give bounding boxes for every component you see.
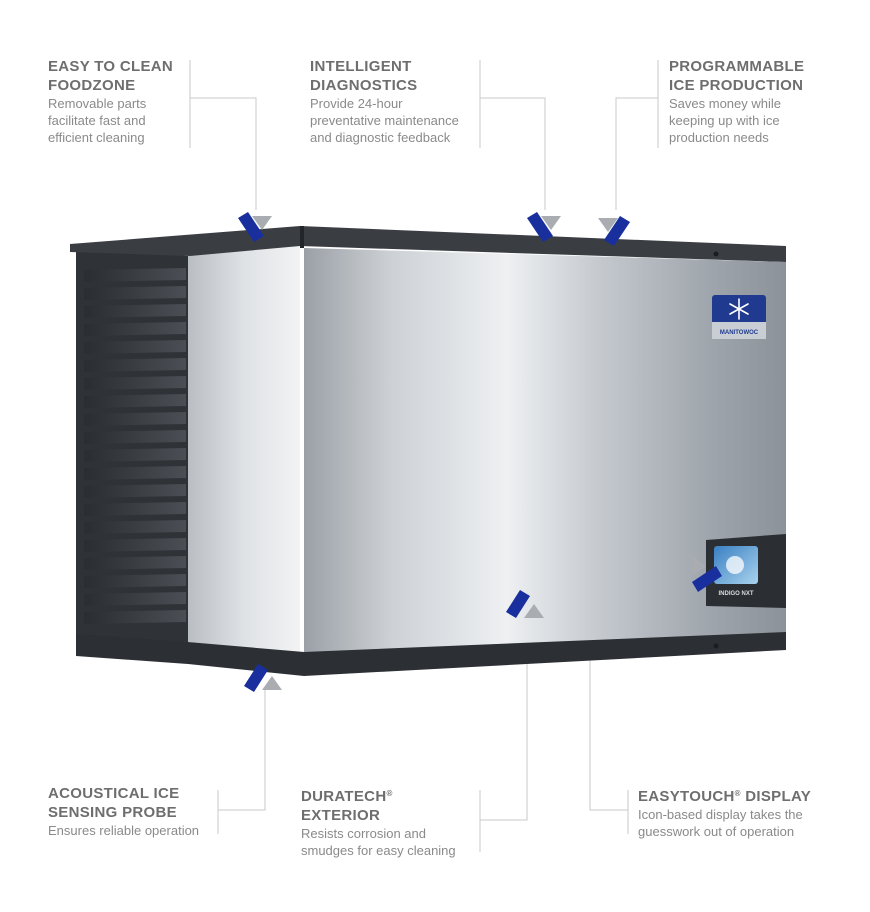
callout-text: Removable parts facilitate fast and effi… <box>48 96 147 145</box>
title-part: EASYTOUCH <box>638 788 735 805</box>
callout-easy-to-clean: EASY TO CLEAN FOODZONE Removable parts f… <box>48 57 198 146</box>
callout-title: EASY TO CLEAN FOODZONE <box>48 58 174 94</box>
side-steel-panel <box>188 244 300 652</box>
title-part: EXTERIOR <box>301 807 381 824</box>
marker-duratech-icon <box>506 590 544 618</box>
title-part: DURATECH <box>301 788 387 805</box>
ice-machine: MANITOWOC INDIGO NXT <box>70 226 786 676</box>
callout-title: INTELLIGENT DIAGNOSTICS <box>310 58 418 94</box>
marker-ice-production-icon <box>598 216 630 246</box>
top-trim <box>70 226 786 262</box>
callout-text: Resists corrosion and smudges for easy c… <box>301 826 456 858</box>
callout-title: ACOUSTICAL ICE SENSING PROBE <box>48 785 180 821</box>
marker-diagnostics-icon <box>527 212 561 242</box>
callout-easytouch-display: EASYTOUCH® DISPLAY Icon-based display ta… <box>638 784 848 840</box>
registered-mark: ® <box>386 789 393 798</box>
display-brand: INDIGO NXT <box>718 591 753 597</box>
callout-title: PROGRAMMABLE ICE PRODUCTION <box>669 58 805 94</box>
feature-markers <box>238 212 722 692</box>
marker-foodzone-icon <box>238 212 272 242</box>
front-steel-door <box>304 248 786 656</box>
callout-text: Icon-based display takes the guesswork o… <box>638 807 803 839</box>
callout-intelligent-diagnostics: INTELLIGENT DIAGNOSTICS Provide 24-hour … <box>310 57 480 146</box>
marker-display-icon <box>692 556 722 592</box>
callout-acoustical-probe: ACOUSTICAL ICE SENSING PROBE Ensures rel… <box>48 784 238 839</box>
callout-text: Ensures reliable operation <box>48 823 200 838</box>
callout-duratech-exterior: DURATECH® EXTERIOR Resists corrosion and … <box>301 784 491 859</box>
callout-title: DURATECH® EXTERIOR <box>301 784 491 825</box>
callout-programmable-ice-production: PROGRAMMABLE ICE PRODUCTION Saves money … <box>669 57 849 146</box>
callout-text: Saves money while keeping up with ice pr… <box>669 96 781 145</box>
bottom-trim <box>76 632 786 676</box>
badge-brand: MANITOWOC <box>720 330 759 336</box>
manitowoc-badge: MANITOWOC <box>712 295 766 339</box>
title-part: DISPLAY <box>740 788 812 805</box>
registered-mark: ® <box>734 789 741 798</box>
callout-title: EASYTOUCH® DISPLAY <box>638 784 848 806</box>
callout-text: Provide 24-hour preventative maintenance… <box>310 96 459 145</box>
easytouch-display: INDIGO NXT <box>706 534 786 608</box>
vent-louvers <box>84 268 186 624</box>
marker-sensing-probe-icon <box>244 664 282 692</box>
